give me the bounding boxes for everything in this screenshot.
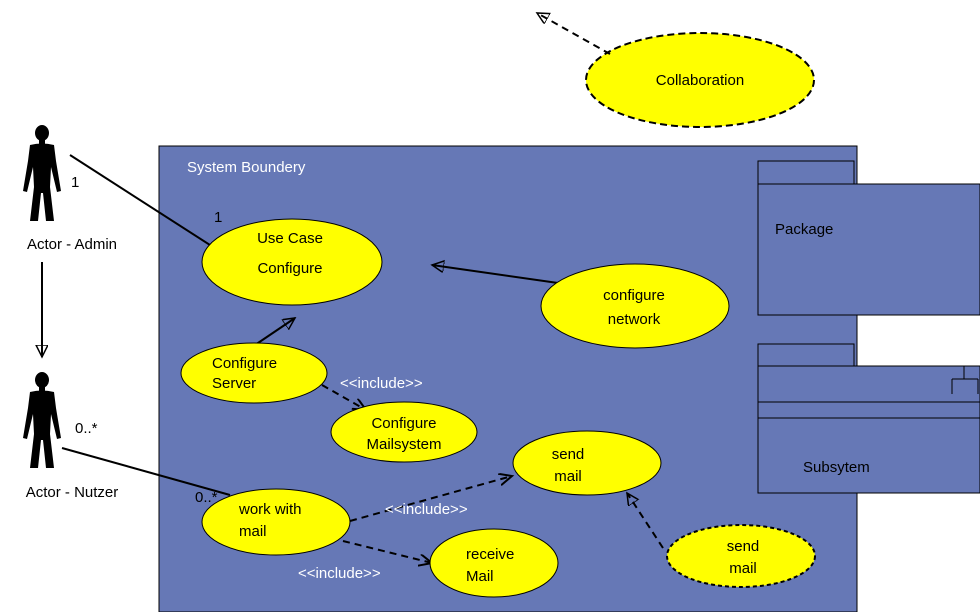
package[interactable]	[757, 160, 980, 316]
use-case-work-with-mail[interactable]	[201, 488, 351, 556]
collaboration-arrow	[537, 12, 611, 55]
use-case-configure-network[interactable]	[540, 263, 730, 349]
collaboration[interactable]	[585, 32, 815, 128]
include-work-send	[349, 476, 512, 522]
include-label-receive: <<include>>	[298, 565, 381, 582]
use-case-configure-mailsystem-line1: Configure	[371, 415, 436, 432]
multiplicity-nutzer: 0..*	[75, 420, 98, 437]
use-case-configure-server[interactable]	[180, 342, 328, 404]
package-label: Package	[775, 221, 833, 238]
use-case-send-mail-dashed[interactable]	[666, 524, 816, 588]
use-case-send-mail-dashed-line2: mail	[729, 560, 757, 577]
actor-admin-figure[interactable]	[23, 125, 61, 221]
use-case-send-mail-line1: send	[552, 446, 585, 463]
fork-icon	[951, 366, 979, 394]
multiplicity-work: 0..*	[195, 489, 218, 506]
use-case-configure-mailsystem[interactable]	[330, 401, 478, 463]
multiplicity-admin: 1	[71, 174, 79, 191]
use-case-configure-server-line2: Server	[212, 375, 256, 392]
system-boundary-label: System Boundery	[187, 159, 306, 176]
use-case-configure-network-line2: network	[608, 311, 661, 328]
use-case-receive-mail[interactable]	[429, 528, 559, 598]
use-case-send-mail-line2: mail	[554, 468, 582, 485]
use-case-configure-server-line1: Configure	[212, 355, 277, 372]
include-label-send: <<include>>	[385, 501, 468, 518]
use-case-configure-line1: Use Case	[257, 230, 323, 247]
actor-nutzer-figure[interactable]	[23, 372, 61, 468]
use-case-send-mail-dashed-line1: send	[727, 538, 760, 555]
use-case-receive-mail-line2: Mail	[466, 568, 494, 585]
use-case-work-with-mail-line1: work with	[238, 501, 302, 518]
use-case-configure-mailsystem-line2: Mailsystem	[366, 436, 441, 453]
include-server-mailsystem	[321, 384, 366, 410]
use-case-configure[interactable]	[201, 218, 383, 306]
multiplicity-configure: 1	[214, 209, 222, 226]
collaboration-label: Collaboration	[656, 72, 744, 89]
subsystem-label: Subsytem	[803, 459, 870, 476]
network-generalization	[432, 265, 573, 286]
nutzer-association	[61, 447, 231, 496]
include-label-server: <<include>>	[340, 375, 423, 392]
subsystem[interactable]	[757, 343, 980, 494]
server-generalization	[254, 318, 295, 346]
actor-admin-label: Actor - Admin	[27, 236, 117, 253]
actor-nutzer-label: Actor - Nutzer	[26, 484, 119, 501]
use-case-receive-mail-line1: receive	[466, 546, 514, 563]
use-case-configure-network-line1: configure	[603, 287, 665, 304]
use-case-configure-line2: Configure	[257, 260, 322, 277]
use-case-send-mail[interactable]	[512, 430, 662, 496]
send-mail-realization	[627, 493, 664, 549]
include-work-receive	[342, 540, 432, 563]
use-case-work-with-mail-line2: mail	[239, 523, 267, 540]
